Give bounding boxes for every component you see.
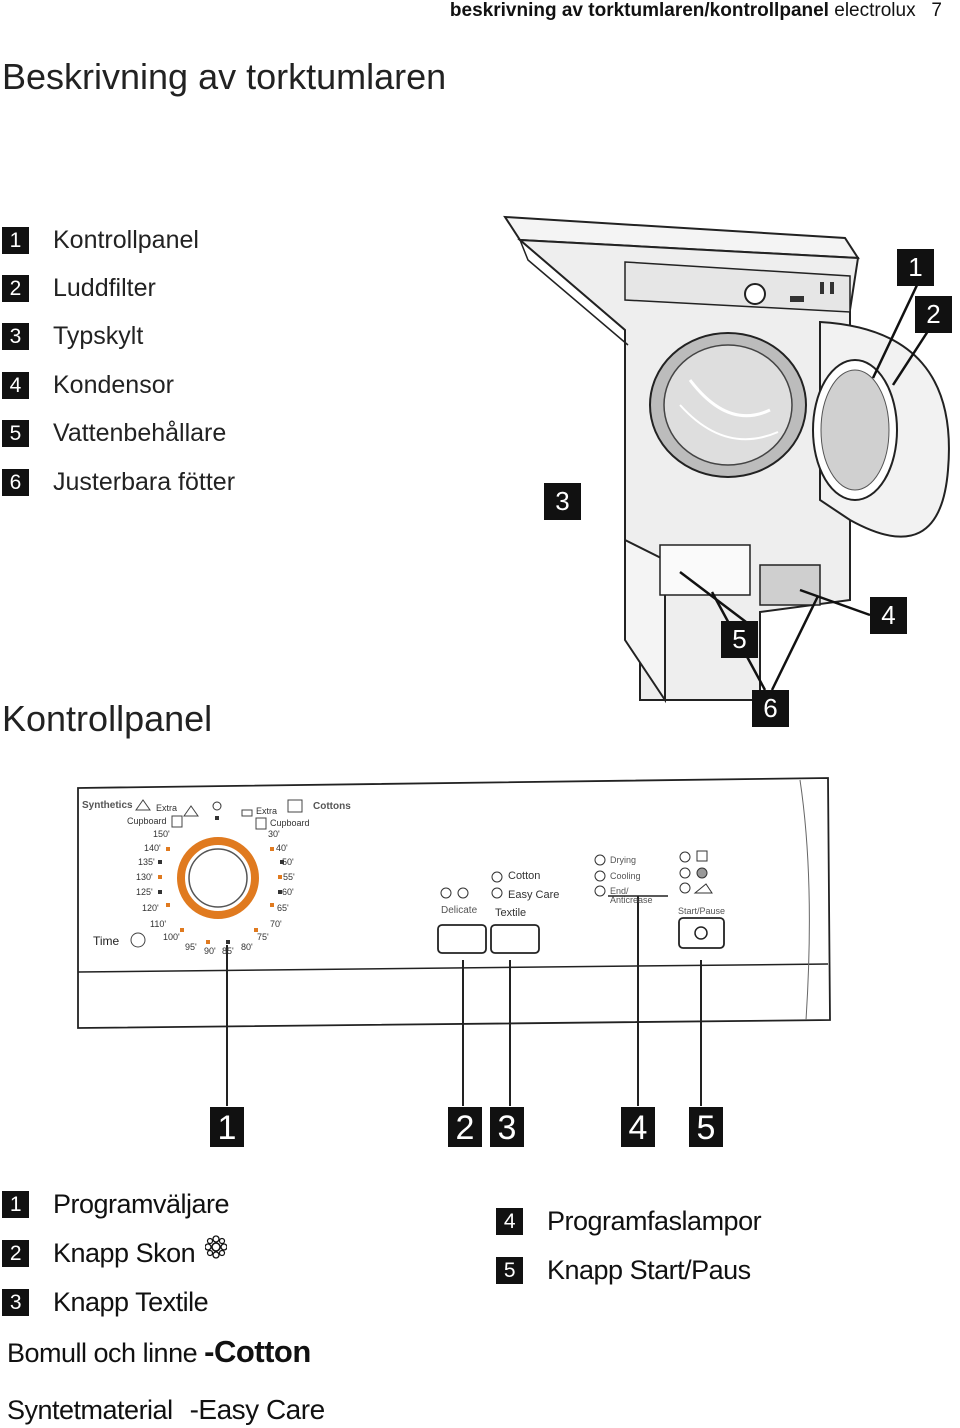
delicate-icon — [205, 1234, 228, 1259]
dial-mark: 100' — [163, 932, 180, 942]
label-cooling: Cooling — [610, 871, 641, 881]
legend-label: Programfaslampor — [547, 1206, 762, 1236]
label-end: End/ — [610, 886, 629, 896]
panel-callout-3: 3 — [490, 1107, 524, 1147]
list-item: 3 Typskylt — [2, 322, 143, 351]
label-delicate: Delicate — [441, 905, 478, 916]
label-drying: Drying — [610, 855, 637, 865]
label-extra-right: Extra — [256, 806, 278, 816]
legend-label: Knapp Textile — [53, 1287, 209, 1317]
legend-number: 1 — [2, 1191, 29, 1218]
panel-callout-1: 1 — [210, 1107, 244, 1147]
item-number: 5 — [2, 420, 29, 447]
page-number: 7 — [931, 0, 942, 21]
callout-6: 6 — [752, 690, 789, 727]
legend-item: 1 Programväljare — [2, 1189, 230, 1220]
label-cupboard-right: Cupboard — [270, 818, 310, 828]
list-item: 5 Vattenbehållare — [2, 419, 226, 448]
list-item: 2 Luddfilter — [2, 274, 156, 303]
item-label: Justerbara fötter — [53, 468, 236, 496]
label-extra-left: Extra — [156, 803, 178, 813]
dial-mark: 40' — [276, 843, 288, 853]
label-anticrease: Anticrease — [610, 895, 653, 905]
callout-3: 3 — [544, 483, 581, 520]
label-synthetics: Synthetics — [82, 800, 133, 811]
list-item: 4 Kondensor — [2, 371, 174, 400]
label-cottons: Cottons — [313, 801, 351, 812]
item-number: 6 — [2, 469, 29, 496]
dial-mark: 120' — [142, 903, 159, 913]
pointer-lines — [226, 1030, 702, 1106]
dial-mark: 75' — [257, 932, 269, 942]
legend-item: 2 Knapp Skon — [2, 1234, 228, 1269]
dial-mark: 130' — [136, 872, 153, 882]
dial-mark: 140' — [144, 843, 161, 853]
legend-number: 3 — [2, 1289, 29, 1316]
legend-item: 3 Knapp Textile — [2, 1287, 209, 1318]
legend-label: Knapp Start/Paus — [547, 1255, 751, 1285]
list-item: 6 Justerbara fötter — [2, 468, 235, 497]
list-item: 1 Kontrollpanel — [2, 226, 199, 255]
legend-item: 4 Programfaslampor — [496, 1206, 762, 1237]
callout-1: 1 — [897, 249, 934, 286]
dial-mark: 70' — [270, 919, 282, 929]
dial-mark: 150' — [153, 829, 170, 839]
page-header: beskrivning av torktumlaren/kontrollpane… — [450, 0, 942, 22]
label-easy-care: Easy Care — [508, 889, 560, 901]
label-cupboard-left: Cupboard — [127, 816, 167, 826]
item-label: Typskylt — [53, 322, 144, 350]
dial-mark: 65' — [277, 903, 289, 913]
label-cotton: Cotton — [508, 870, 541, 882]
dial-mark: 55' — [283, 872, 295, 882]
header-brand: electrolux — [834, 0, 916, 21]
cotton-line: Bomull och linne -Cotton — [7, 1334, 311, 1370]
callout-5: 5 — [721, 621, 758, 658]
dial-mark: 125' — [136, 887, 153, 897]
easycare-line: Syntetmaterial -Easy Care — [7, 1394, 325, 1426]
panel-callout-4: 4 — [621, 1107, 655, 1147]
page-title: Beskrivning av torktumlaren — [2, 56, 447, 97]
callout-4: 4 — [870, 597, 907, 634]
item-number: 1 — [2, 227, 29, 254]
legend-label: Programväljare — [53, 1189, 230, 1219]
dryer-illustration — [503, 215, 950, 704]
legend-item: 5 Knapp Start/Paus — [496, 1255, 751, 1286]
dial-mark: 85' — [222, 946, 234, 956]
panel-callout-5: 5 — [689, 1107, 723, 1147]
item-number: 4 — [2, 372, 29, 399]
easycare-line-label: Syntetmaterial — [7, 1395, 173, 1425]
item-label: Kontrollpanel — [53, 226, 199, 254]
dial-mark: 110' — [150, 919, 167, 929]
header-section: beskrivning av torktumlaren/kontrollpane… — [449, 0, 829, 21]
control-panel-diagram — [77, 777, 831, 1040]
dial-mark: 60' — [282, 887, 294, 897]
cotton-line-value: -Cotton — [204, 1334, 311, 1369]
label-start-pause: Start/Pause — [678, 906, 726, 916]
section-title-kontrollpanel: Kontrollpanel — [2, 698, 213, 739]
legend-number: 2 — [2, 1240, 29, 1267]
dial-mark: 80' — [241, 942, 253, 952]
legend-label: Knapp Skon — [53, 1238, 196, 1268]
dial-mark: 95' — [185, 942, 197, 952]
item-number: 3 — [2, 323, 29, 350]
dial-mark: 90' — [204, 946, 216, 956]
item-label: Luddfilter — [53, 274, 156, 302]
dial-mark: 135' — [138, 857, 155, 867]
label-time: Time — [93, 934, 120, 948]
item-label: Kondensor — [53, 371, 174, 399]
legend-number: 4 — [496, 1208, 523, 1235]
legend-number: 5 — [496, 1257, 523, 1284]
cotton-line-label: Bomull och linne — [7, 1338, 198, 1368]
dial-mark: 30' — [268, 829, 280, 839]
item-number: 2 — [2, 275, 29, 302]
item-label: Vattenbehållare — [53, 419, 227, 447]
dial-mark: 50' — [282, 857, 294, 867]
callout-2: 2 — [915, 296, 952, 333]
easycare-line-value: -Easy Care — [189, 1394, 326, 1425]
panel-callout-2: 2 — [448, 1107, 482, 1147]
label-textile: Textile — [495, 907, 527, 919]
